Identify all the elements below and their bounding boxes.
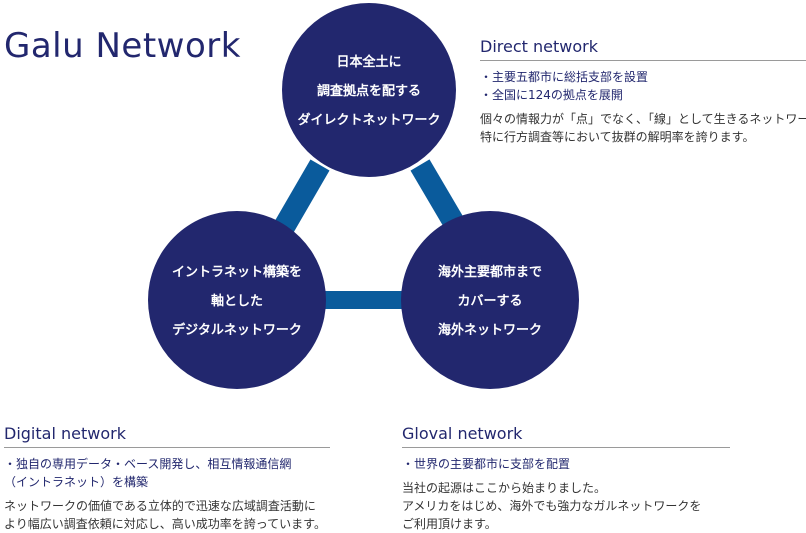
direct-network-description: 個々の情報力が「点」でなく、「線」として生きるネットワーク 特に行方調査等におい… — [480, 110, 806, 146]
circle-top-line-3: ダイレクトネットワーク — [297, 112, 440, 128]
digital-network-section: Digital network ・独自の専用データ・ベース開発し、相互情報通信網… — [4, 424, 330, 533]
circle-left-line-1: イントラネット構築を — [172, 264, 302, 280]
direct-bullet-1: ・主要五都市に総括支部を設置 — [480, 70, 649, 84]
circle-right-line-3: 海外ネットワーク — [438, 322, 542, 338]
digital-desc-line-1: ネットワークの価値である立体的で迅速な広域調査活動に — [4, 499, 316, 513]
gloval-desc-line-3: ご利用頂けます。 — [402, 517, 497, 531]
gloval-desc-line-1: 当社の起源はここから始まりました。 — [402, 481, 607, 495]
gloval-network-description: 当社の起源はここから始まりました。 アメリカをはじめ、海外でも強力なガルネットワ… — [402, 479, 730, 533]
circle-left-line-3: デジタルネットワーク — [172, 322, 302, 338]
circle-right-line-2: カバーする — [457, 294, 522, 309]
digital-network-description: ネットワークの価値である立体的で迅速な広域調査活動に より幅広い調査依頼に対応し… — [4, 497, 330, 533]
circle-right-line-1: 海外主要都市まで — [438, 264, 542, 280]
direct-desc-line-2: 特に行方調査等において抜群の解明率を誇ります。 — [480, 130, 755, 144]
direct-bullet-2: ・全国に124の拠点を展開 — [480, 88, 623, 102]
gloval-desc-line-2: アメリカをはじめ、海外でも強力なガルネットワークを — [402, 499, 702, 513]
digital-bullet-2: （イントラネット）を構築 — [4, 475, 149, 489]
gloval-network-section: Gloval network ・世界の主要都市に支部を配置 当社の起源はここから… — [402, 424, 730, 533]
digital-network-heading: Digital network — [4, 424, 330, 448]
direct-network-heading: Direct network — [480, 37, 806, 61]
gloval-bullet-1: ・世界の主要都市に支部を配置 — [402, 457, 571, 471]
page-title: Galu Network — [4, 26, 241, 66]
digital-desc-line-2: より幅広い調査依頼に対応し、高い成功率を誇っています。 — [4, 517, 326, 531]
direct-network-bullets: ・主要五都市に総括支部を設置 ・全国に124の拠点を展開 — [480, 68, 806, 104]
gloval-network-heading: Gloval network — [402, 424, 730, 448]
direct-desc-line-1: 個々の情報力が「点」でなく、「線」として生きるネットワーク — [480, 112, 806, 126]
circle-left-line-2: 軸とした — [211, 293, 263, 309]
gloval-network-bullets: ・世界の主要都市に支部を配置 — [402, 455, 730, 473]
direct-network-section: Direct network ・主要五都市に総括支部を設置 ・全国に124の拠点… — [480, 37, 806, 146]
digital-bullet-1: ・独自の専用データ・ベース開発し、相互情報通信網 — [4, 457, 292, 471]
circle-top-line-2: 調査拠点を配する — [317, 83, 421, 99]
circle-digital-network — [148, 211, 326, 389]
circle-top-line-1: 日本全土に — [336, 54, 401, 70]
digital-network-bullets: ・独自の専用データ・ベース開発し、相互情報通信網 （イントラネット）を構築 — [4, 455, 330, 491]
circle-direct-network — [282, 3, 456, 177]
circle-gloval-network — [401, 211, 579, 389]
